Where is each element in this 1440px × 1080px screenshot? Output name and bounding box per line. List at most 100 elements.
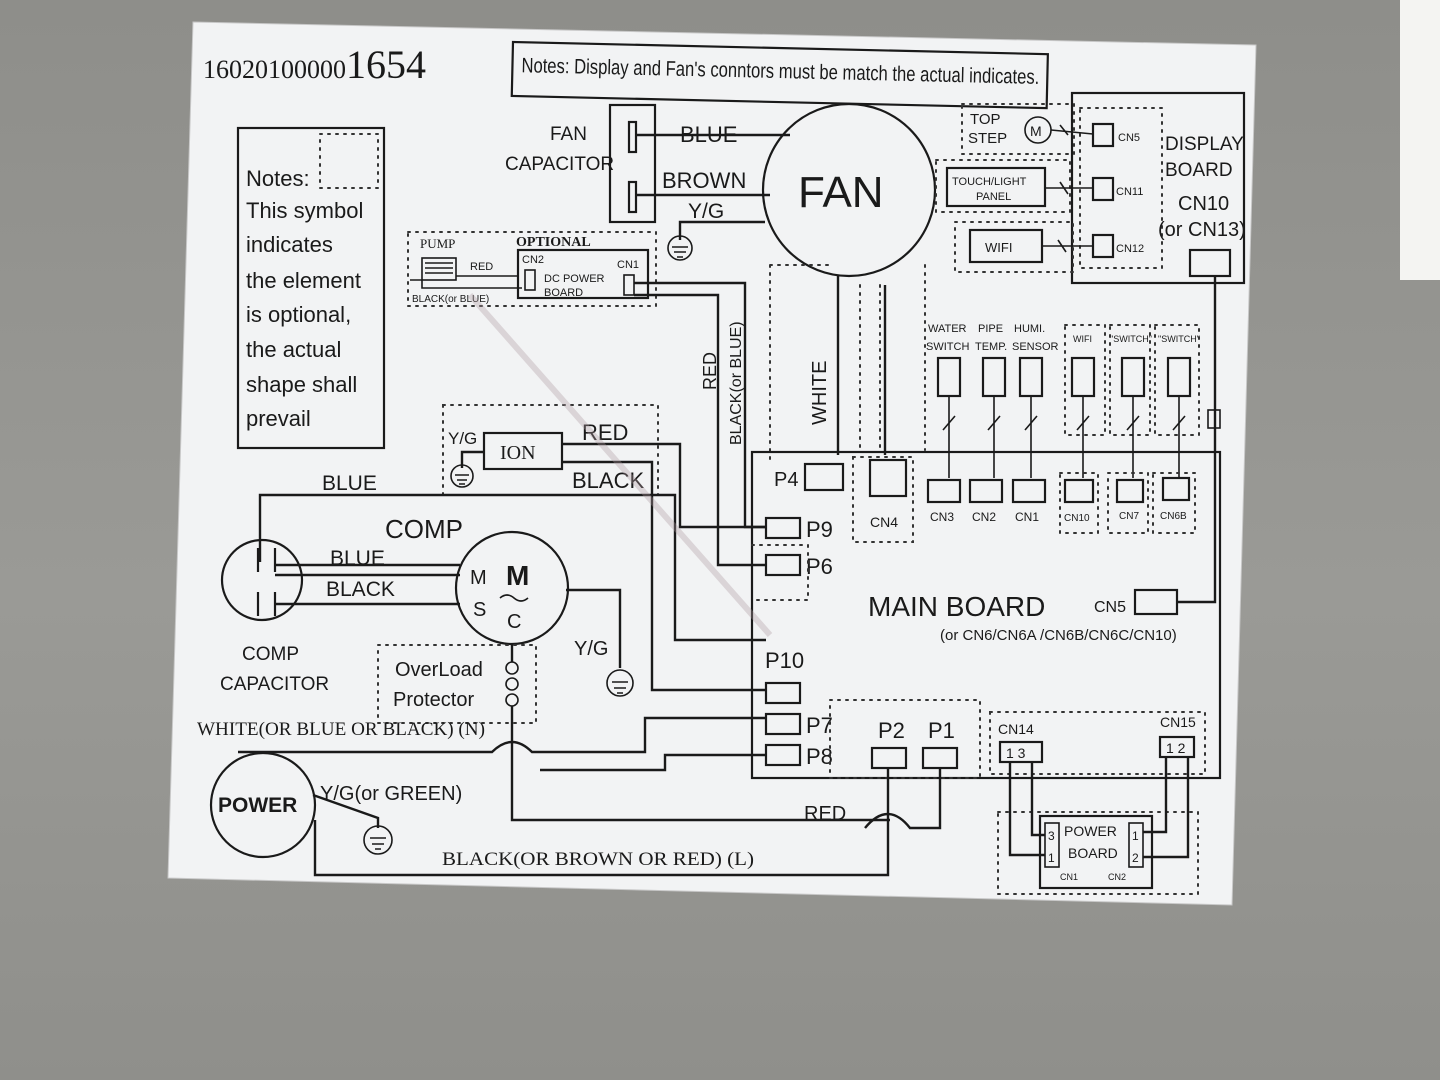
svg-text:BOARD: BOARD — [1165, 160, 1233, 181]
svg-text:1 3: 1 3 — [1006, 745, 1026, 761]
fan-capacitor: FAN CAPACITOR — [505, 103, 657, 224]
svg-text:RED: RED — [700, 352, 720, 390]
svg-text:CN15: CN15 — [1160, 714, 1196, 730]
svg-text:prevail: prevail — [246, 406, 311, 431]
svg-text:POWER: POWER — [218, 794, 297, 817]
svg-text:the element: the element — [246, 268, 361, 293]
svg-text:WIFI: WIFI — [1073, 334, 1092, 344]
svg-text:Notes:: Notes: — [246, 166, 310, 191]
svg-text:TOUCH/LIGHT: TOUCH/LIGHT — [952, 176, 1027, 188]
svg-text:POWER: POWER — [1064, 823, 1117, 839]
svg-text:shape shall: shape shall — [246, 372, 357, 397]
svg-text:WIFI: WIFI — [985, 240, 1012, 255]
svg-text:P7: P7 — [806, 713, 833, 738]
top-note-box — [510, 40, 1049, 110]
svg-text:CAPACITOR: CAPACITOR — [220, 674, 329, 695]
fan-wire-brown: BROWN — [662, 168, 746, 193]
comp-capacitor — [220, 538, 304, 622]
svg-text:(or CN13): (or CN13) — [1158, 219, 1246, 241]
svg-text:1: 1 — [1048, 851, 1055, 865]
main-board-title: MAIN BOARD — [868, 591, 1045, 622]
svg-text:P9: P9 — [806, 517, 833, 542]
fan-wire-yg: Y/G — [688, 200, 724, 223]
svg-text:M: M — [506, 560, 529, 591]
sensor-group: WATER SWITCH PIPE TEMP. HUMI. SENSOR WIF… — [926, 323, 1200, 478]
svg-text:SENSOR: SENSOR — [1012, 341, 1059, 353]
svg-text:CN12: CN12 — [1116, 243, 1144, 255]
svg-text:P8: P8 — [806, 744, 833, 769]
fan-motor — [761, 102, 937, 278]
live-red-label: RED — [804, 803, 846, 825]
svg-text:PUMP: PUMP — [420, 236, 455, 251]
svg-text:the actual: the actual — [246, 337, 341, 362]
svg-text:CN1: CN1 — [1015, 510, 1039, 524]
fan-wire-blue: BLUE — [680, 122, 737, 147]
svg-text:PANEL: PANEL — [976, 191, 1011, 203]
svg-text:"SWITCH": "SWITCH" — [1158, 334, 1200, 344]
svg-text:CN1: CN1 — [617, 259, 639, 271]
optional-pump-group — [407, 231, 657, 307]
svg-text:CAPACITOR: CAPACITOR — [505, 154, 614, 175]
svg-text:STEP: STEP — [968, 130, 1007, 147]
svg-text:P1: P1 — [928, 718, 955, 743]
neutral-label: WHITE(OR BLUE OR BLACK) (N) — [197, 719, 485, 740]
svg-text:RED: RED — [582, 420, 628, 445]
svg-text:CN5: CN5 — [1094, 599, 1126, 616]
svg-text:RED: RED — [470, 261, 493, 273]
svg-text:C: C — [507, 611, 521, 633]
svg-text:BLACK(or BLUE): BLACK(or BLUE) — [728, 321, 745, 445]
svg-text:COMP: COMP — [242, 644, 299, 665]
svg-text:HUMI.: HUMI. — [1014, 323, 1045, 335]
part-number: 160201000001654 — [203, 42, 426, 87]
svg-text:Protector: Protector — [393, 689, 474, 711]
svg-text:Y/G: Y/G — [574, 638, 608, 660]
svg-text:S: S — [473, 599, 486, 621]
svg-text:M: M — [470, 567, 487, 589]
svg-text:CN7: CN7 — [1119, 511, 1139, 522]
svg-text:ION: ION — [500, 442, 536, 464]
svg-text:FAN: FAN — [550, 124, 587, 145]
comp-label: COMP — [385, 514, 463, 544]
svg-text:1 2: 1 2 — [1166, 740, 1186, 756]
svg-text:CN4: CN4 — [870, 514, 898, 530]
svg-text:P2: P2 — [878, 718, 905, 743]
fan-wire-white: WHITE — [809, 361, 831, 425]
svg-text:"SWITCH": "SWITCH" — [1110, 334, 1152, 344]
svg-text:TEMP.: TEMP. — [975, 341, 1007, 353]
power-source — [209, 751, 317, 859]
svg-text:TOP: TOP — [970, 111, 1001, 128]
svg-text:PIPE: PIPE — [978, 323, 1003, 335]
svg-text:CN2: CN2 — [522, 254, 544, 266]
svg-text:Y/G: Y/G — [448, 429, 477, 448]
svg-text:CN10: CN10 — [1064, 513, 1090, 524]
main-board — [750, 450, 1222, 780]
live-label: BLACK(OR BROWN OR RED) (L) — [442, 849, 754, 870]
comp-wire-blue-top: BLUE — [322, 472, 377, 495]
svg-text:CN2: CN2 — [1108, 872, 1126, 882]
fan-label: FAN — [798, 168, 884, 217]
svg-text:BOARD: BOARD — [544, 287, 583, 299]
side-note: Notes: This symbol indicates the element… — [246, 166, 363, 431]
svg-text:CN14: CN14 — [998, 721, 1034, 737]
svg-text:BLACK: BLACK — [572, 468, 644, 493]
svg-text:CN5: CN5 — [1118, 132, 1140, 144]
svg-text:BOARD: BOARD — [1068, 845, 1118, 861]
svg-text:This symbol: This symbol — [246, 198, 363, 223]
svg-text:BLACK(or BLUE): BLACK(or BLUE) — [412, 294, 489, 305]
svg-text:SWITCH: SWITCH — [926, 341, 969, 353]
svg-text:M: M — [1030, 123, 1042, 139]
svg-text:CN6B: CN6B — [1160, 511, 1187, 522]
svg-text:(or CN6/CN6A /CN6B/CN6C/CN10): (or CN6/CN6A /CN6B/CN6C/CN10) — [940, 627, 1177, 644]
svg-text:P10: P10 — [765, 648, 804, 673]
svg-text:CN11: CN11 — [1116, 186, 1143, 198]
svg-text:3: 3 — [1048, 829, 1055, 843]
svg-text:BLACK: BLACK — [326, 578, 395, 601]
svg-text:indicates: indicates — [246, 232, 333, 257]
svg-text:P6: P6 — [806, 554, 833, 579]
svg-text:BLUE: BLUE — [330, 547, 385, 570]
svg-text:1: 1 — [1132, 829, 1139, 843]
svg-text:DC POWER: DC POWER — [544, 273, 605, 285]
svg-text:CN3: CN3 — [930, 510, 954, 524]
